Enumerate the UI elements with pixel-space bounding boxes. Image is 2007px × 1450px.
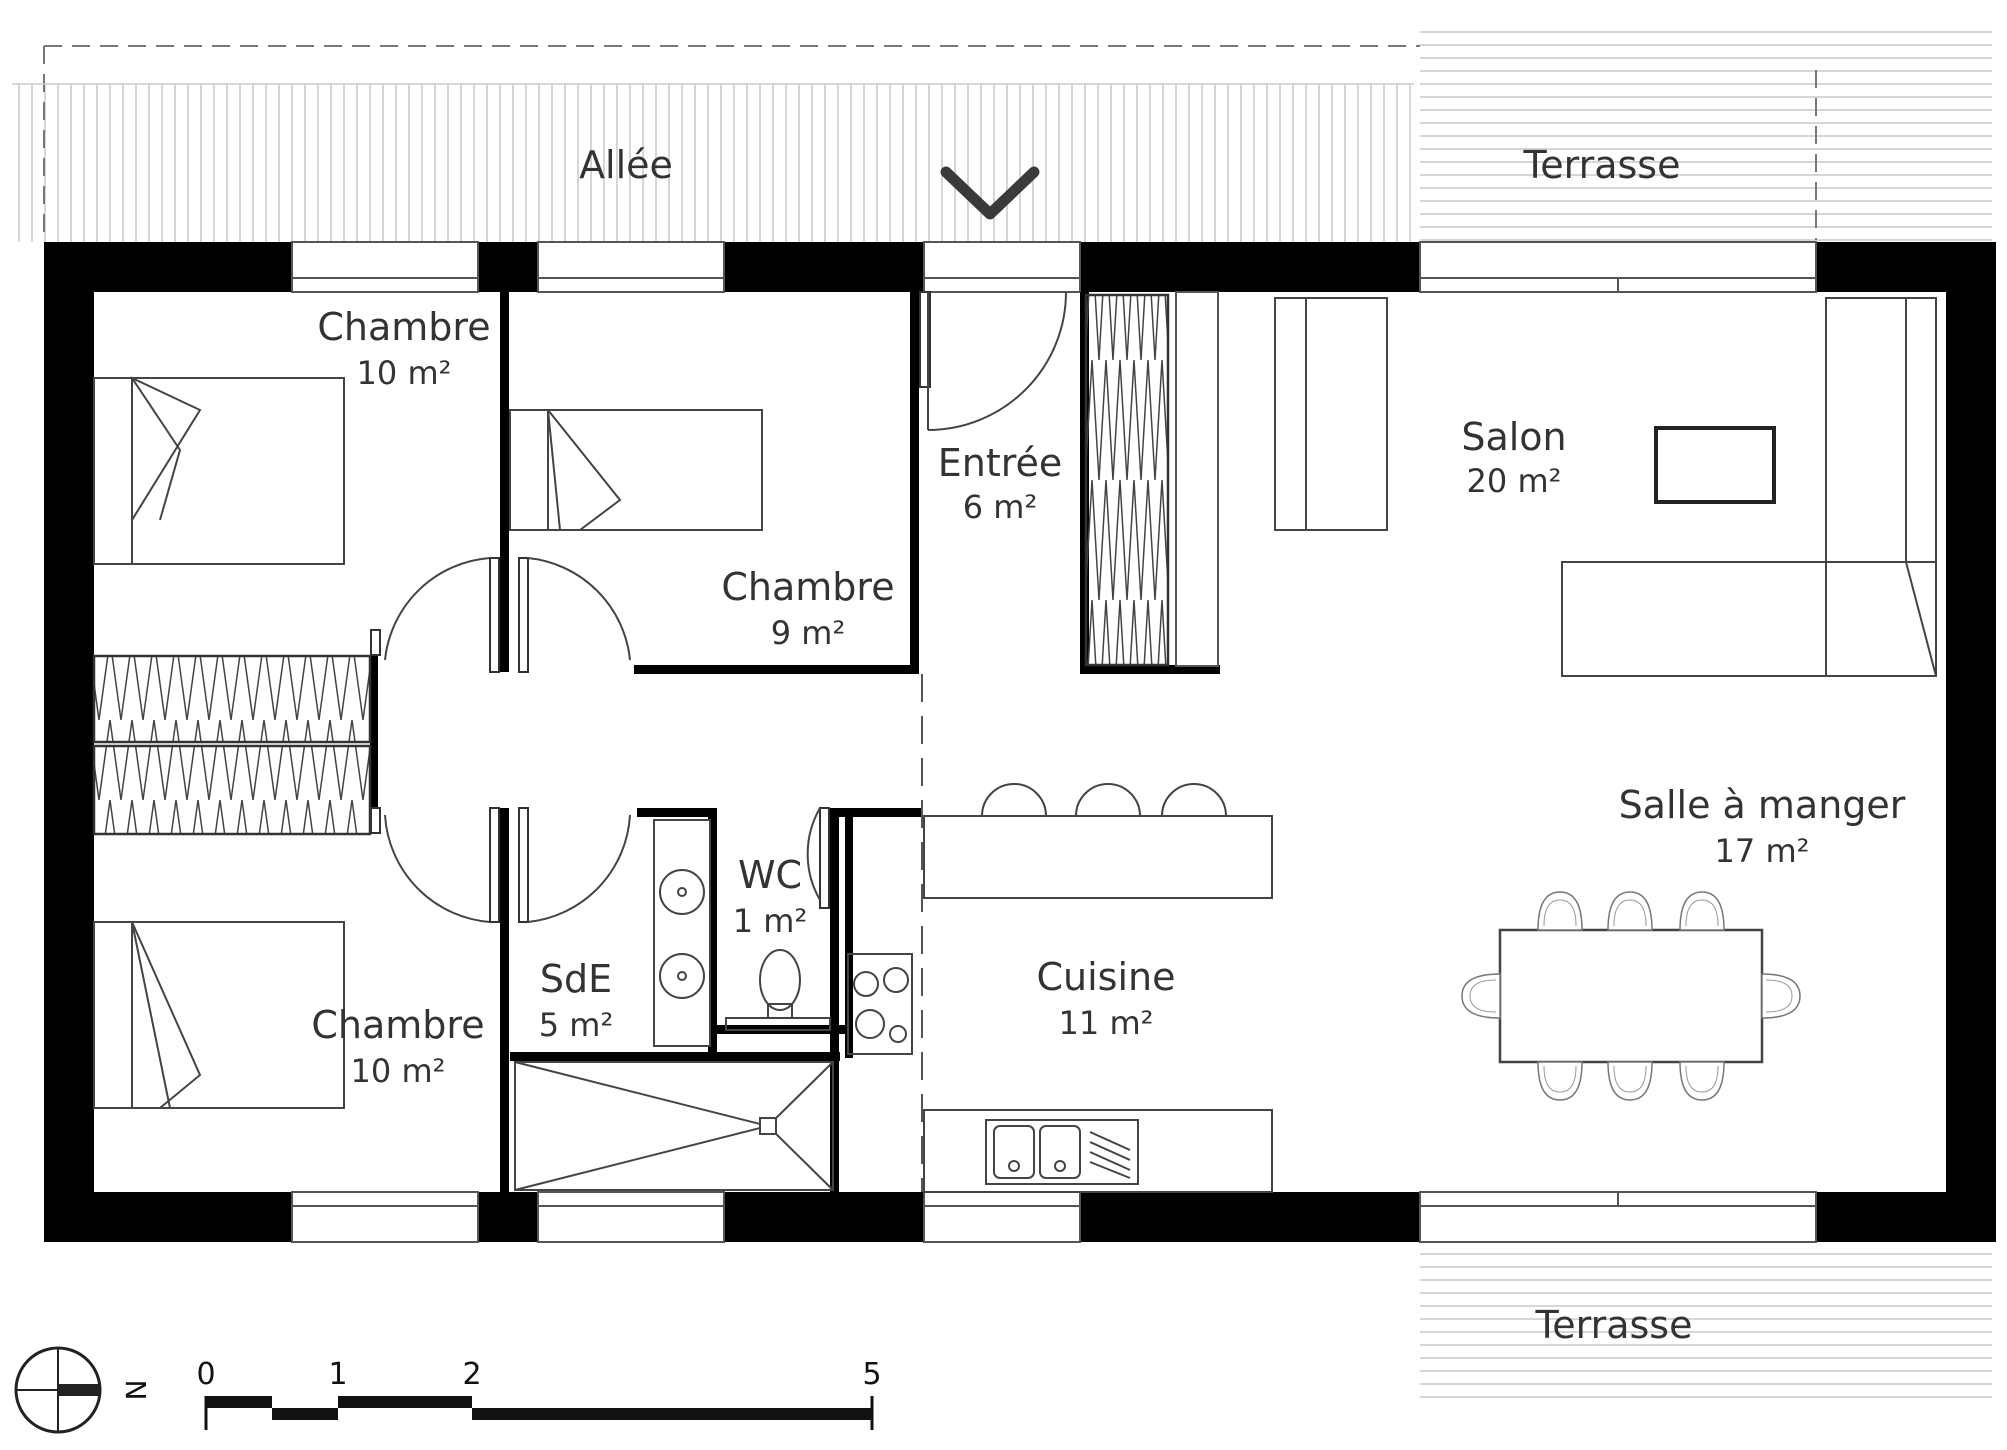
room-name: Entrée — [938, 441, 1063, 485]
room-wc: WC 1 m² — [733, 853, 808, 940]
room-chambre-1: Chambre 10 m² — [317, 305, 490, 392]
entrance-chevron-icon — [940, 166, 1040, 220]
kitchen-sink — [985, 1119, 1139, 1185]
room-area: 5 m² — [539, 1006, 614, 1044]
room-area: 11 m² — [1059, 1004, 1154, 1042]
room-name: Salon — [1461, 415, 1566, 459]
room-area: 6 m² — [963, 488, 1038, 526]
room-chambre-2: Chambre 9 m² — [721, 565, 894, 652]
terrace-top — [1420, 20, 1992, 242]
scale-tick-1: 1 — [328, 1357, 347, 1392]
corner-sofa — [1561, 297, 1937, 677]
allee-path — [12, 45, 1816, 242]
door-jambs — [370, 291, 931, 923]
scale-tick-0: 0 — [196, 1357, 215, 1392]
kitchen-counters — [923, 783, 1273, 1193]
compass: N — [14, 1346, 152, 1434]
scale-bar: 0 1 2 5 — [196, 1357, 882, 1430]
label-terrasse-top: Terrasse — [1523, 143, 1681, 187]
room-area: 20 m² — [1467, 462, 1562, 500]
room-salon: Salon 20 m² — [1461, 415, 1566, 500]
room-salle-a-manger: Salle à manger 17 m² — [1619, 783, 1906, 870]
interior-walls — [370, 292, 1220, 1194]
room-chambre-3: Chambre 10 m² — [311, 1003, 484, 1090]
room-name: Chambre — [721, 565, 894, 609]
room-name: Chambre — [317, 305, 490, 349]
north-label: N — [119, 1380, 152, 1401]
room-area: 9 m² — [771, 614, 846, 652]
room-sde: SdE 5 m² — [539, 957, 614, 1044]
exterior-walls — [44, 242, 1996, 1242]
toilet — [725, 949, 831, 1031]
room-name: WC — [738, 853, 802, 897]
label-allee: Allée — [579, 143, 673, 187]
room-area: 10 m² — [357, 354, 452, 392]
scale-tick-2: 2 — [462, 1357, 481, 1392]
shower — [514, 1061, 834, 1191]
bed-top-left — [93, 376, 345, 565]
room-entree: Entrée 6 m² — [938, 441, 1063, 526]
label-terrasse-bottom: Terrasse — [1535, 1303, 1693, 1347]
wardrobe-entry — [1084, 291, 1219, 667]
room-name: Cuisine — [1037, 955, 1176, 999]
bed-middle — [509, 409, 763, 531]
windows — [291, 241, 1817, 1243]
room-area: 10 m² — [351, 1052, 446, 1090]
door-swings — [384, 291, 1067, 923]
room-name: Salle à manger — [1619, 783, 1906, 827]
room-cuisine: Cuisine 11 m² — [1037, 955, 1176, 1042]
room-area: 1 m² — [733, 902, 808, 940]
wardrobe-left — [92, 654, 372, 836]
room-name: Chambre — [311, 1003, 484, 1047]
coffee-table — [1654, 426, 1776, 504]
room-name: SdE — [540, 957, 612, 1001]
cooktop — [847, 953, 913, 1055]
sinks-sde — [653, 819, 711, 1047]
bed-bottom-left — [93, 921, 345, 1109]
dining-table — [1461, 891, 1801, 1101]
terrace-bottom — [1420, 1245, 1992, 1407]
room-area: 17 m² — [1715, 832, 1810, 870]
scale-tick-5: 5 — [862, 1357, 881, 1392]
sofa-left — [1274, 297, 1388, 531]
